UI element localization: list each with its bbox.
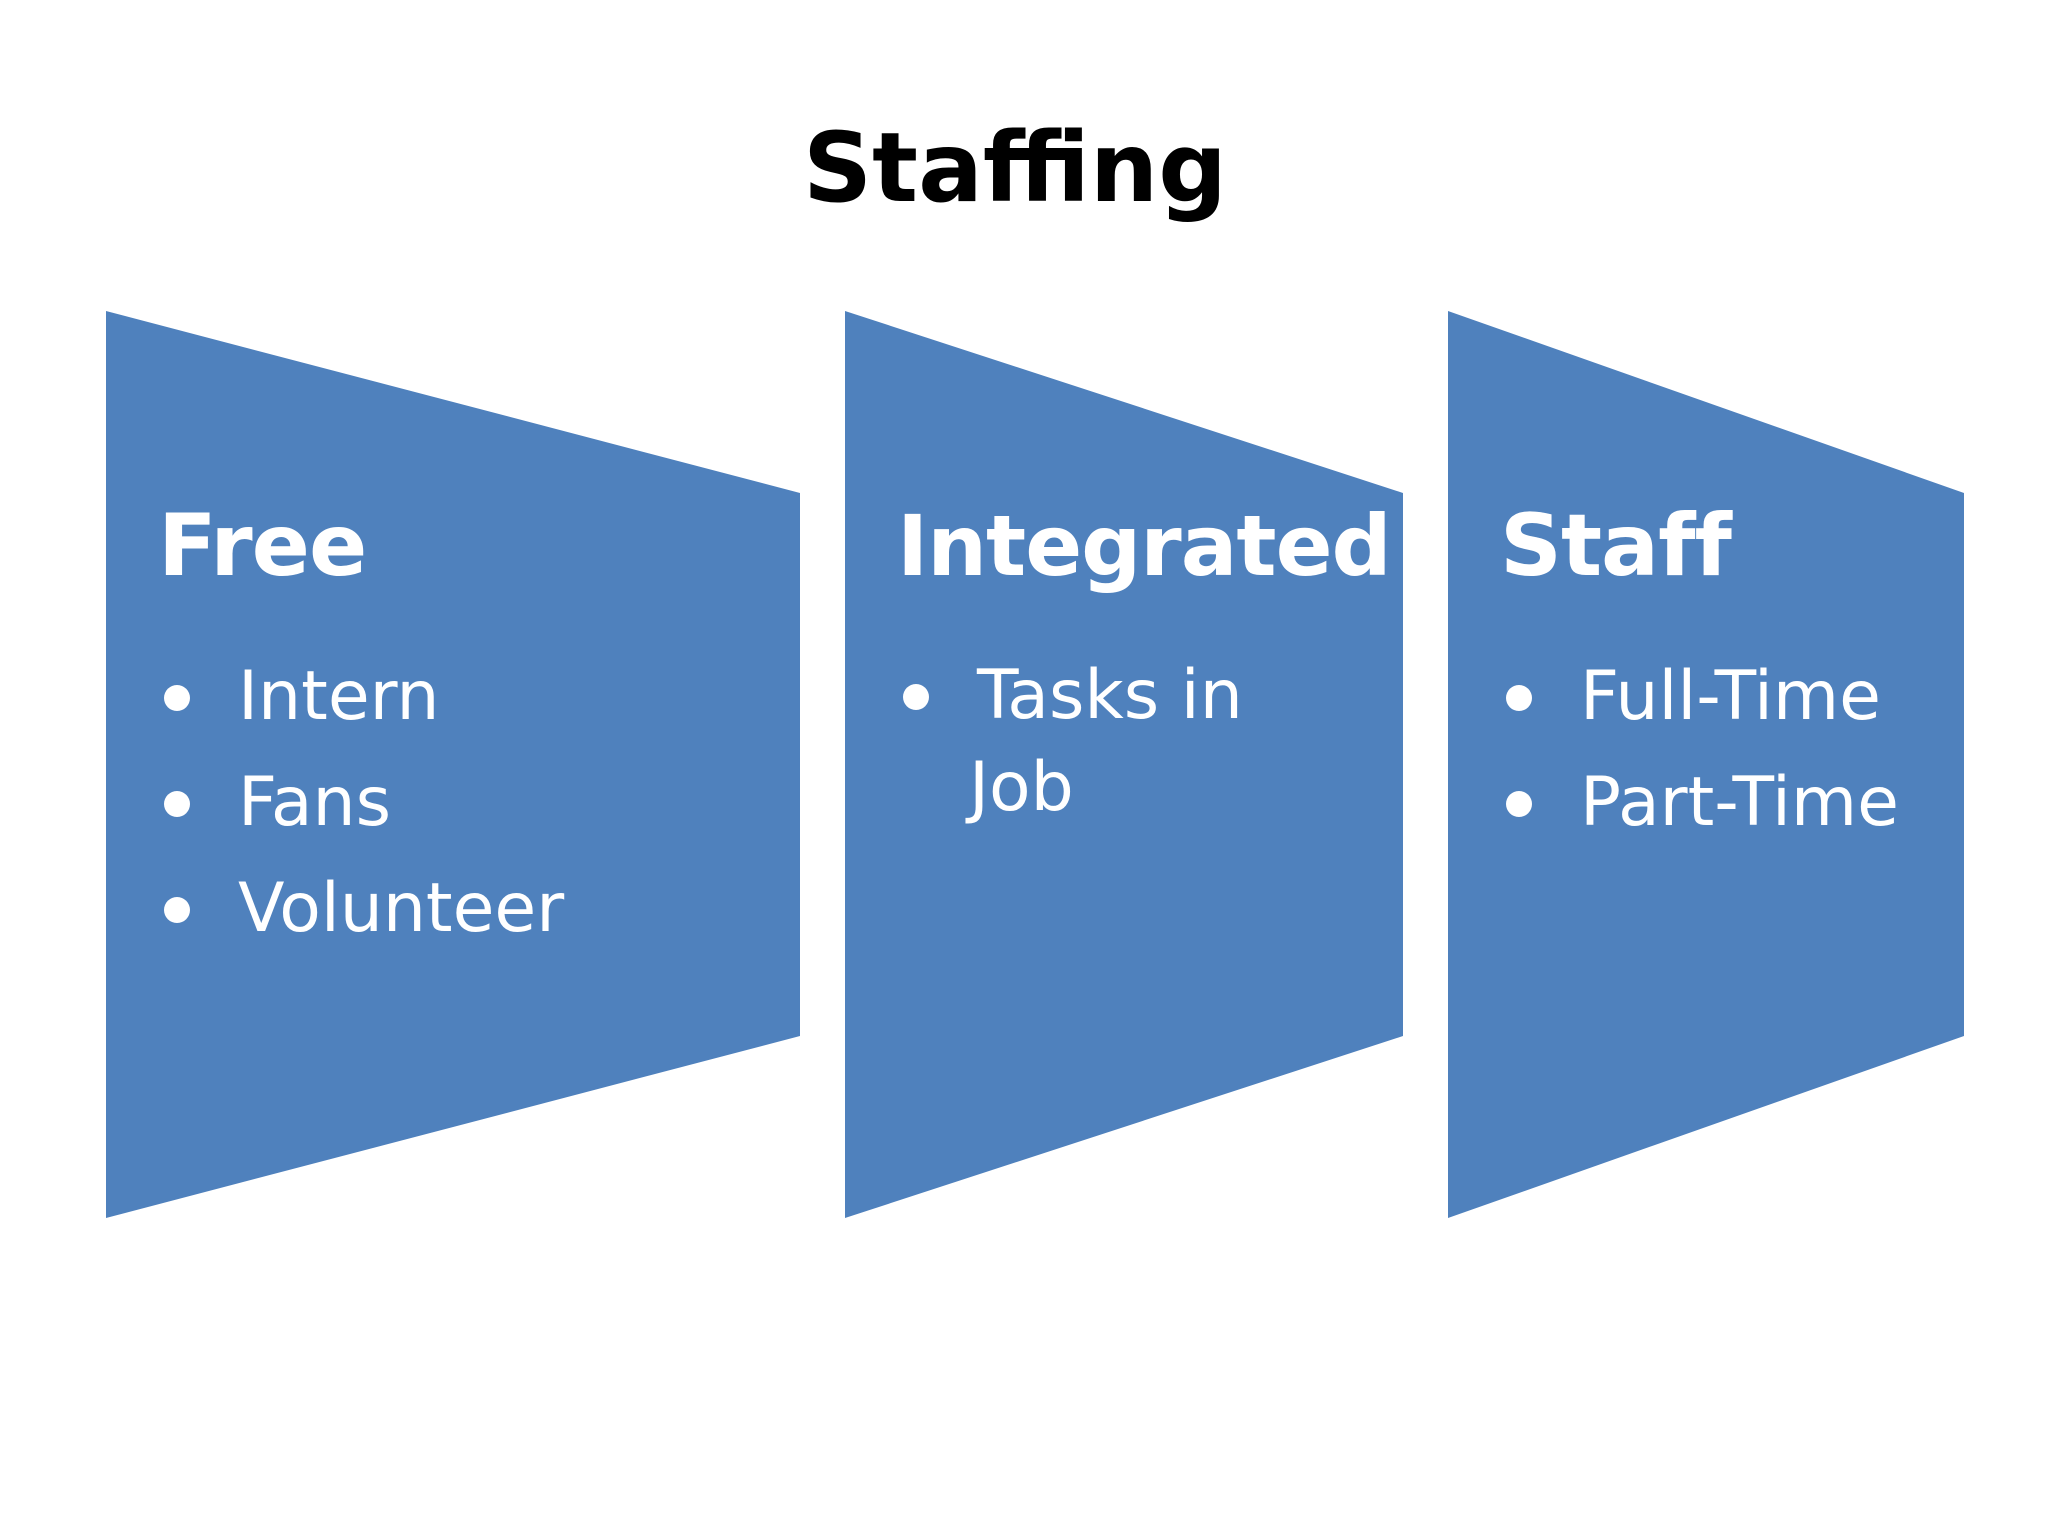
bullet-icon: [164, 897, 190, 923]
list-item: Tasks in Job: [897, 650, 1277, 834]
list-item: Intern: [158, 644, 564, 750]
list-item: Full-Time: [1500, 644, 1899, 750]
list-item-label: Full-Time: [1580, 657, 1881, 736]
list-item: Fans: [158, 750, 564, 856]
panel-list-staff: Full-Time Part-Time: [1500, 644, 1899, 856]
panel-heading-staff: Staff: [1500, 496, 1732, 596]
list-item-label: Part-Time: [1580, 763, 1899, 842]
panel-shape-integrated: [845, 311, 1403, 1218]
list-item: Volunteer: [158, 856, 564, 962]
slide-title: Staffing: [803, 112, 1227, 224]
panel-heading-free: Free: [158, 496, 367, 596]
list-item-label: Intern: [238, 657, 440, 736]
bullet-icon: [903, 684, 929, 710]
list-item-label: Tasks in Job: [969, 656, 1243, 827]
panel-shape-free: [106, 311, 800, 1218]
panel-list-integrated: Tasks in Job: [897, 650, 1277, 834]
panel-list-free: Intern Fans Volunteer: [158, 644, 564, 962]
bullet-icon: [164, 685, 190, 711]
bullet-icon: [164, 791, 190, 817]
list-item-label: Fans: [238, 763, 392, 842]
panel-heading-integrated: Integrated: [897, 497, 1392, 595]
list-item: Part-Time: [1500, 750, 1899, 856]
list-item-label: Volunteer: [238, 869, 565, 948]
bullet-icon: [1506, 791, 1532, 817]
bullet-icon: [1506, 685, 1532, 711]
panel-shape-staff: [1448, 311, 1964, 1218]
